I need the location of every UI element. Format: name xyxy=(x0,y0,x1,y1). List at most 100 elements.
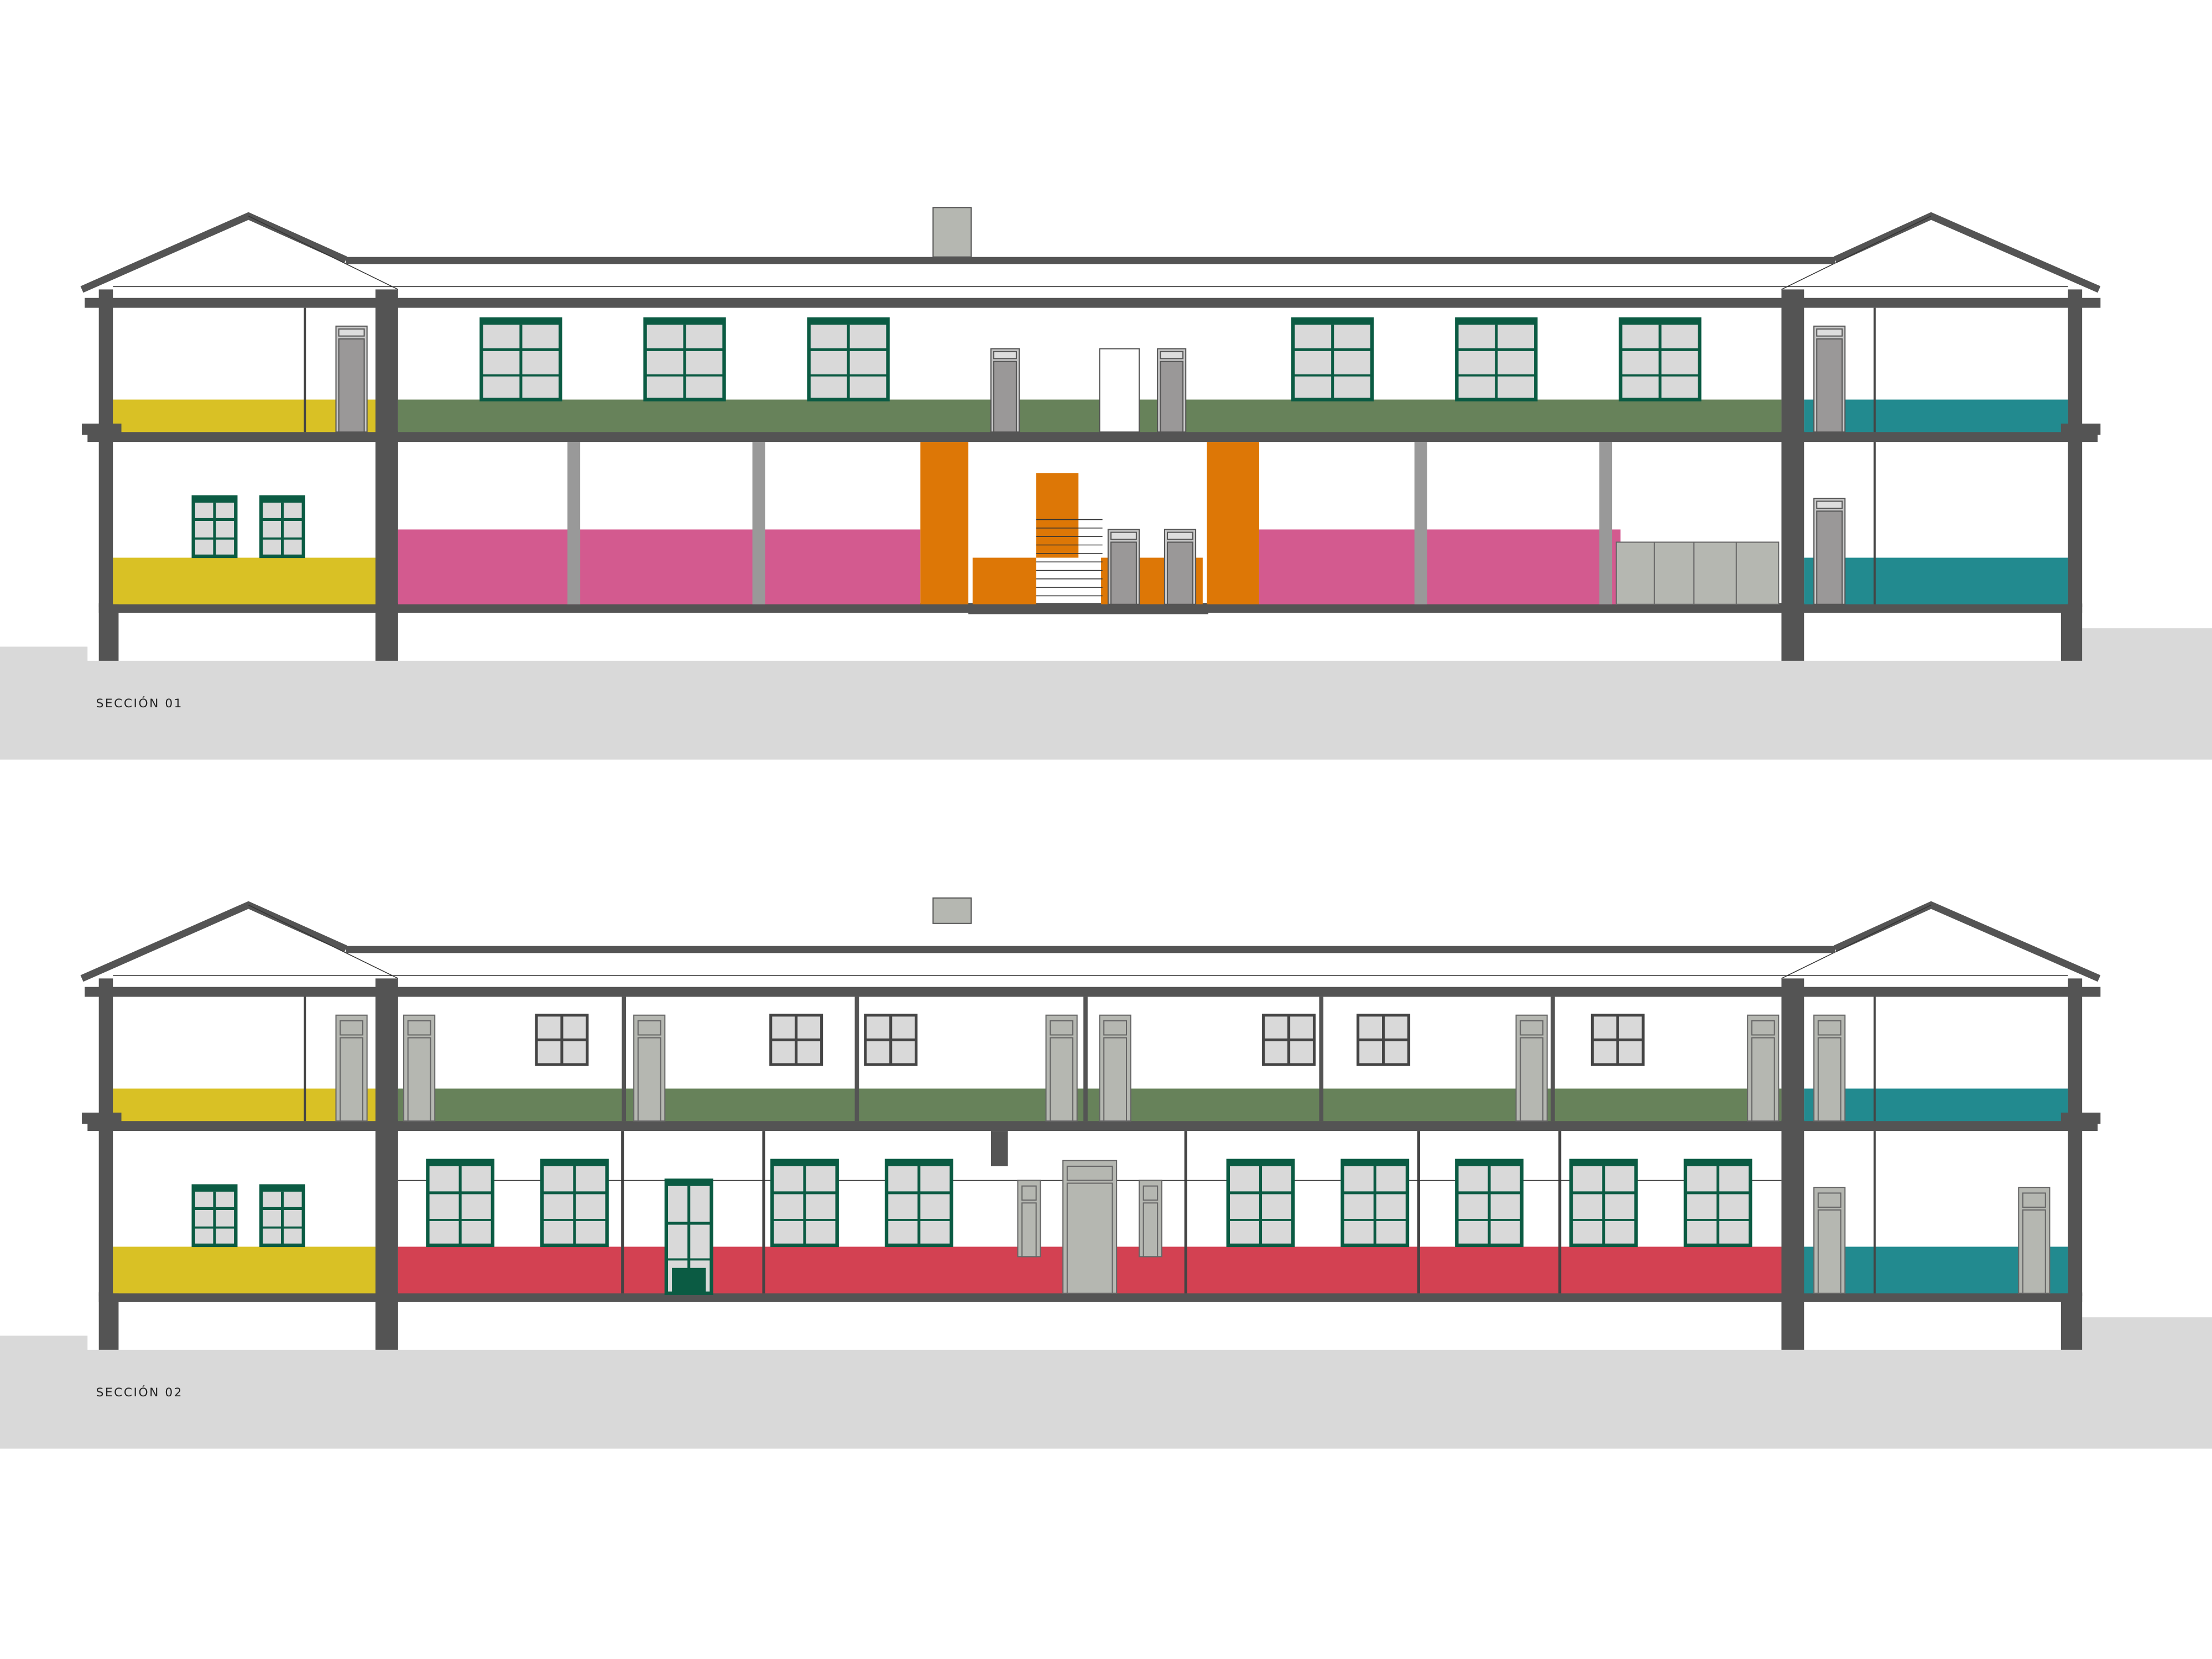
door xyxy=(990,348,1020,433)
door xyxy=(1107,529,1140,605)
upper-wainscot-teal xyxy=(1804,1088,2068,1121)
door-transom xyxy=(340,1020,364,1036)
section-02-label: SECCIÓN 02 xyxy=(96,1385,183,1400)
right-gable xyxy=(1833,901,2101,982)
foundation-post xyxy=(375,604,398,661)
window-lintel xyxy=(772,1160,837,1166)
window xyxy=(1262,1014,1316,1066)
stair-wainscot-orange xyxy=(972,557,1036,604)
door-transom xyxy=(637,1020,661,1036)
door xyxy=(335,325,368,433)
wall xyxy=(2068,978,2083,1296)
ground xyxy=(0,628,2212,760)
window-lintel xyxy=(1457,1160,1522,1166)
ground-wainscot-yellow xyxy=(113,1246,388,1293)
upper-partition xyxy=(1551,997,1555,1121)
ground-partition xyxy=(762,1131,765,1293)
right-gable xyxy=(1833,212,2101,293)
green-door-panel xyxy=(672,1267,706,1293)
door xyxy=(1813,1187,1846,1294)
door-leaf xyxy=(637,1037,661,1122)
ground-partition xyxy=(1558,1131,1562,1293)
wall xyxy=(98,289,113,607)
ground-floor-slab xyxy=(98,1292,2083,1302)
arched-window xyxy=(884,1159,953,1248)
window-lintel xyxy=(193,1186,236,1192)
window-lintel xyxy=(261,497,304,503)
ground-window xyxy=(259,1184,306,1248)
window xyxy=(864,1014,918,1066)
door xyxy=(1017,1180,1041,1258)
door-leaf xyxy=(340,1037,364,1122)
left-gable xyxy=(80,901,348,982)
roof-ridge xyxy=(346,257,1835,264)
window-lintel xyxy=(193,497,236,503)
upper-window xyxy=(479,317,562,401)
ground-partition xyxy=(1417,1131,1420,1293)
window-lintel xyxy=(1293,319,1373,325)
column xyxy=(752,442,765,604)
upper-window xyxy=(807,317,890,401)
door-leaf xyxy=(1066,1182,1113,1294)
wall xyxy=(98,978,113,1296)
wall xyxy=(2068,289,2083,607)
stair-wall-orange xyxy=(1207,442,1259,604)
upper-partition xyxy=(1319,997,1324,1121)
ground-wainscot-teal xyxy=(1804,557,2068,604)
cornice-left xyxy=(82,423,122,435)
wall xyxy=(375,289,398,607)
upper-partition xyxy=(1083,997,1088,1121)
upper-partition xyxy=(854,997,859,1121)
upper-wainscot-yellow xyxy=(113,399,376,432)
door-transom xyxy=(407,1020,431,1036)
door-leaf xyxy=(1160,361,1184,433)
wall xyxy=(1781,978,1804,1296)
window-lintel xyxy=(808,319,888,325)
first-floor-slab xyxy=(87,430,2098,442)
door-leaf xyxy=(338,338,365,433)
foundation-post xyxy=(98,1293,119,1350)
upper-window xyxy=(643,317,726,401)
stair-pit-slab xyxy=(968,604,1209,614)
ground-wainscot-pink xyxy=(1259,529,1621,604)
chimney xyxy=(932,207,972,258)
foundation-post xyxy=(1781,604,1804,661)
wall-stub xyxy=(990,1131,1008,1166)
door-leaf xyxy=(1050,1037,1074,1122)
upper-window xyxy=(1455,317,1538,401)
window-lintel xyxy=(1685,1160,1751,1166)
section-02 xyxy=(0,897,2212,1449)
door-leaf xyxy=(1816,338,1843,433)
arched-window xyxy=(770,1159,839,1248)
door-leaf xyxy=(407,1037,431,1122)
door-leaf xyxy=(1021,1202,1037,1258)
upper-wainscot-teal xyxy=(1804,399,2068,432)
door-leaf xyxy=(1142,1202,1159,1258)
window-lintel xyxy=(1228,1160,1293,1166)
window xyxy=(535,1014,589,1066)
foundation-post xyxy=(2060,604,2083,661)
column xyxy=(567,442,581,604)
door xyxy=(2018,1187,2051,1294)
stair-wall-orange xyxy=(1036,473,1079,558)
upper-wainscot-green xyxy=(398,399,1782,432)
door-leaf xyxy=(2022,1209,2046,1294)
upper-window xyxy=(1619,317,1702,401)
door-transom xyxy=(1817,1192,1841,1208)
door-leaf xyxy=(1520,1037,1544,1122)
window xyxy=(1357,1014,1411,1066)
door xyxy=(633,1014,666,1122)
door-leaf xyxy=(1817,1037,1841,1122)
door xyxy=(1157,348,1187,433)
door-transom xyxy=(1816,500,1843,509)
door-leaf xyxy=(1110,541,1137,605)
window-lintel xyxy=(1571,1160,1636,1166)
section-01 xyxy=(0,207,2212,760)
roof-ridge xyxy=(346,946,1835,953)
door-leaf xyxy=(1817,1209,1841,1294)
door-leaf xyxy=(1816,510,1843,605)
stair-wall-orange xyxy=(920,442,969,604)
door-transom xyxy=(1520,1020,1544,1036)
window-lintel xyxy=(886,1160,952,1166)
